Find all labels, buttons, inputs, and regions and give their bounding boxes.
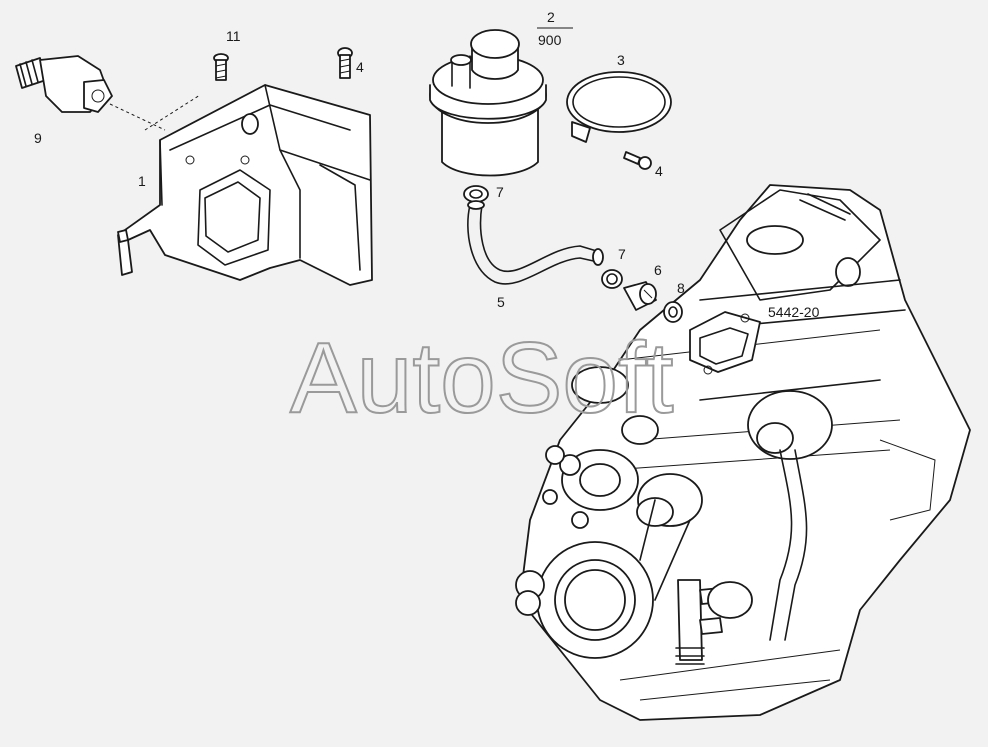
part-5-hose	[467, 200, 604, 285]
part-7-clip-lower	[601, 269, 623, 289]
engine-block	[515, 184, 971, 721]
callout-2: 2	[547, 9, 555, 25]
callout-6: 6	[654, 262, 662, 278]
part-4-bolt-upper	[337, 47, 353, 79]
callout-5: 5	[497, 294, 505, 310]
callout-7-lower: 7	[618, 246, 626, 262]
group-code-label: 5442-20	[768, 304, 820, 320]
callout-7-upper: 7	[496, 184, 504, 200]
part-1-bracket	[117, 84, 373, 286]
callout-4-lower: 4	[655, 163, 663, 179]
callout-8: 8	[677, 280, 685, 296]
callout-11: 11	[226, 28, 241, 44]
part-9-sensor	[15, 55, 166, 131]
part-8-sealing-ring	[663, 301, 683, 323]
callout-2-sub: 900	[538, 32, 562, 48]
callout-4-upper: 4	[356, 59, 364, 75]
part-6-fitting	[623, 281, 657, 311]
part-3-clamp-band	[566, 71, 672, 143]
part-4-bolt-lower	[623, 151, 652, 170]
watermark-text: AutoSoft	[290, 322, 674, 434]
callout-3: 3	[617, 52, 625, 68]
part-11-bolt	[213, 53, 229, 81]
callout-9: 9	[34, 130, 42, 146]
callout-1: 1	[138, 173, 146, 189]
part-2-reservoir	[429, 29, 547, 177]
part-7-clip-upper	[463, 185, 489, 203]
